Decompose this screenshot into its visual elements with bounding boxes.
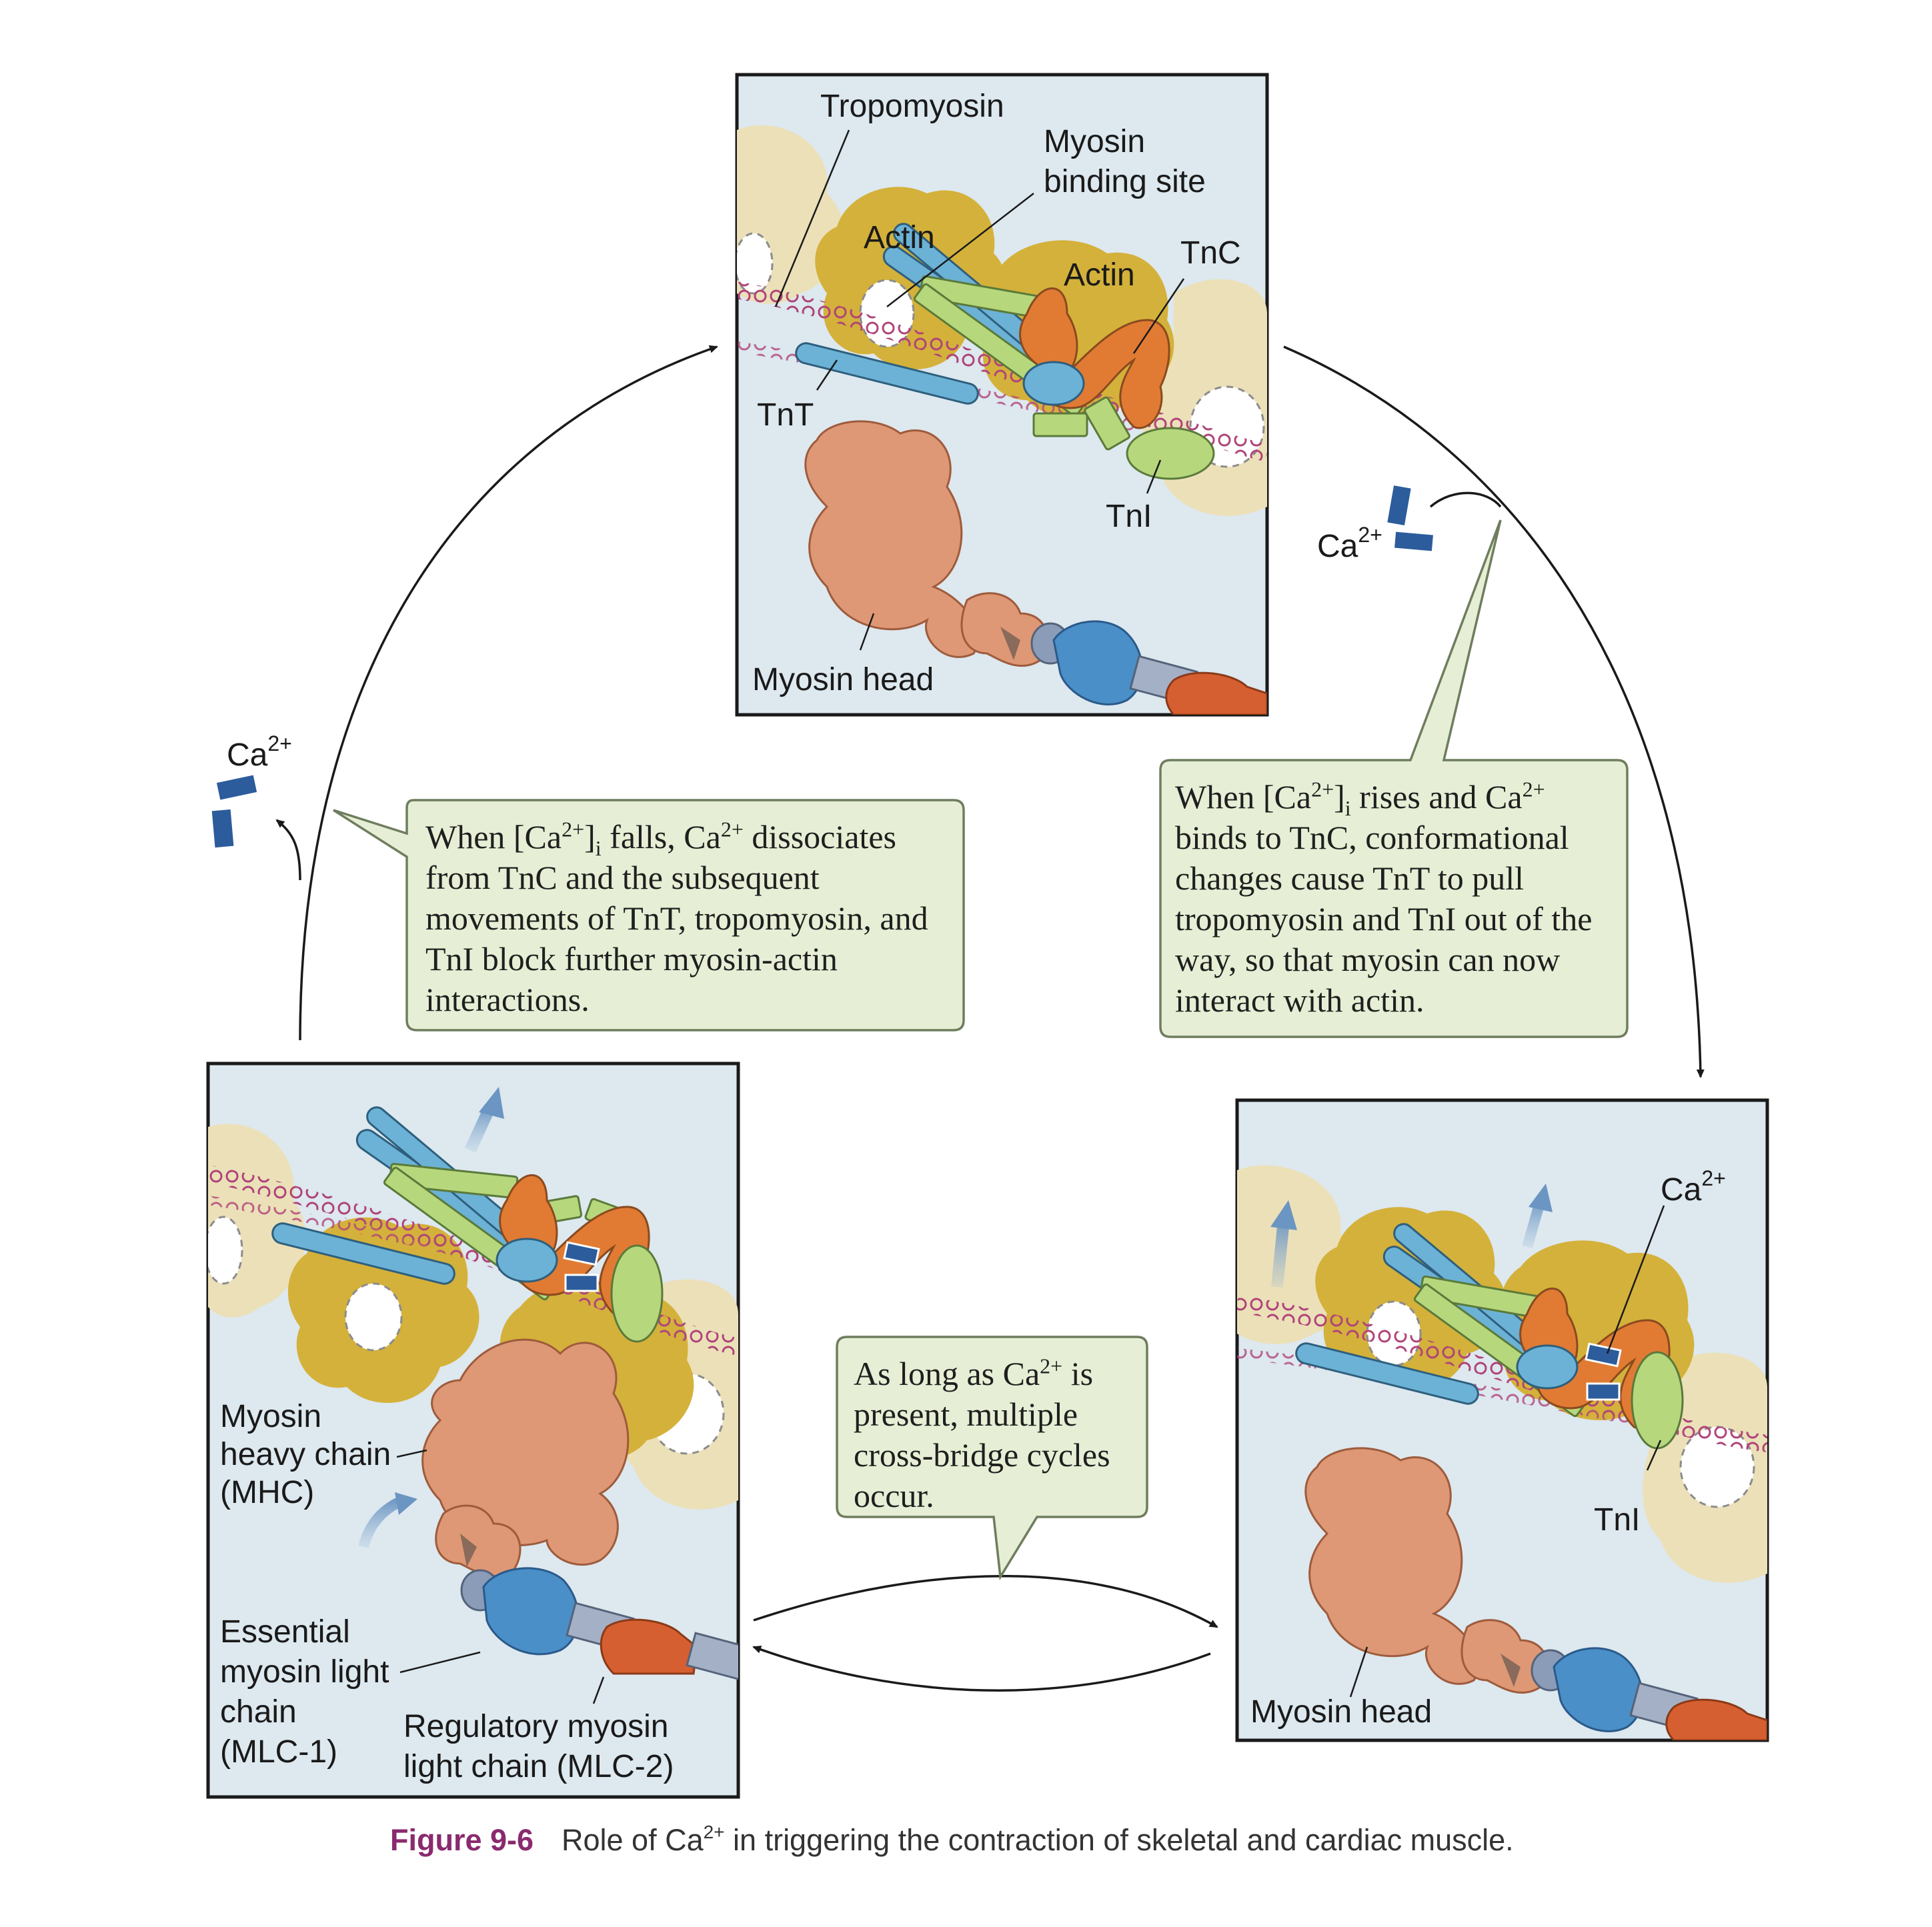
label-mhc-3: (MHC) bbox=[220, 1475, 314, 1510]
arrow-right-to-left bbox=[752, 1646, 1211, 1692]
figure-caption: Figure 9-6 Role of Ca2+ in triggering th… bbox=[390, 1822, 1514, 1857]
arrow-ca-bind bbox=[1429, 491, 1502, 508]
label-actin-left: Actin bbox=[864, 220, 935, 255]
label-ca-right: Ca2+ bbox=[1317, 523, 1382, 564]
label-tnc: TnC bbox=[1180, 235, 1241, 271]
ca-ion-bound-1 bbox=[1585, 1342, 1622, 1368]
ca-ion-bound-2 bbox=[1586, 1382, 1621, 1401]
label-tni: TnI bbox=[1106, 499, 1152, 534]
label-tni-right-panel: TnI bbox=[1594, 1502, 1640, 1538]
callout-right-text: When [Ca2+]i rises and Ca2+ binds to TnC… bbox=[1175, 777, 1593, 1019]
callout-shapes bbox=[333, 519, 1629, 1581]
free-ca-ions-left: Ca2+ bbox=[211, 731, 292, 848]
arrow-left-to-top bbox=[299, 345, 718, 1041]
label-emlc-3: chain bbox=[220, 1694, 297, 1730]
label-myosin-binding-site-2: binding site bbox=[1044, 164, 1206, 199]
label-emlc-4: (MLC-1) bbox=[220, 1734, 337, 1770]
callout-left-bubble bbox=[333, 799, 965, 1032]
label-rmlc-2: light chain (MLC-2) bbox=[403, 1749, 674, 1784]
arrow-release-ca bbox=[275, 819, 301, 881]
callout-bottom-text: As long as Ca2+ is present, multiple cro… bbox=[854, 1354, 1110, 1514]
arrow-left-to-right bbox=[753, 1575, 1218, 1628]
label-emlc-1: Essential bbox=[220, 1614, 350, 1650]
regulatory-light-chain bbox=[1165, 671, 1267, 715]
label-ca-right-panel: Ca2+ bbox=[1661, 1166, 1726, 1208]
cycle-arrows bbox=[275, 345, 1705, 1692]
figure-caption-text: Role of Ca2+ in triggering the contracti… bbox=[562, 1822, 1514, 1857]
label-emlc-2: myosin light bbox=[220, 1654, 389, 1690]
label-tropomyosin: Tropomyosin bbox=[820, 89, 1004, 124]
callout-right-bubble bbox=[1159, 519, 1629, 1038]
label-ca-left: Ca2+ bbox=[227, 731, 292, 773]
callout-left-text: When [Ca2+]i falls, Ca2+ dissociates fro… bbox=[425, 817, 928, 1018]
ca-ion-bound-left-1 bbox=[563, 1241, 600, 1266]
label-tnt: TnT bbox=[757, 397, 814, 433]
label-rmlc-1: Regulatory myosin bbox=[403, 1709, 669, 1744]
label-myosin-binding-site-1: Myosin bbox=[1044, 124, 1145, 159]
label-mhc-1: Myosin bbox=[220, 1399, 321, 1434]
free-ca-ions-right: Ca2+ bbox=[1317, 485, 1433, 564]
label-myosin-head-right-panel: Myosin head bbox=[1250, 1694, 1432, 1730]
panel-left-crossbridge: Myosin heavy chain (MHC) Essential myosi… bbox=[206, 1062, 740, 1799]
ca-ion-bound-left-2 bbox=[564, 1274, 599, 1292]
panel-top-relaxed: Tropomyosin Myosin binding site Actin Ac… bbox=[735, 73, 1269, 717]
label-mhc-2: heavy chain bbox=[220, 1437, 391, 1472]
label-actin-right: Actin bbox=[1064, 257, 1135, 293]
panel-right-activated: Ca2+ TnI Myosin head bbox=[1235, 1098, 1769, 1742]
figure-number: Figure 9-6 bbox=[390, 1823, 534, 1857]
label-myosin-head: Myosin head bbox=[752, 662, 934, 697]
myosin-head bbox=[804, 420, 979, 658]
callout-bottom-bubble bbox=[836, 1336, 1148, 1581]
arrow-top-to-right bbox=[1283, 345, 1705, 1078]
regulatory-light-chain-left bbox=[600, 1618, 698, 1675]
